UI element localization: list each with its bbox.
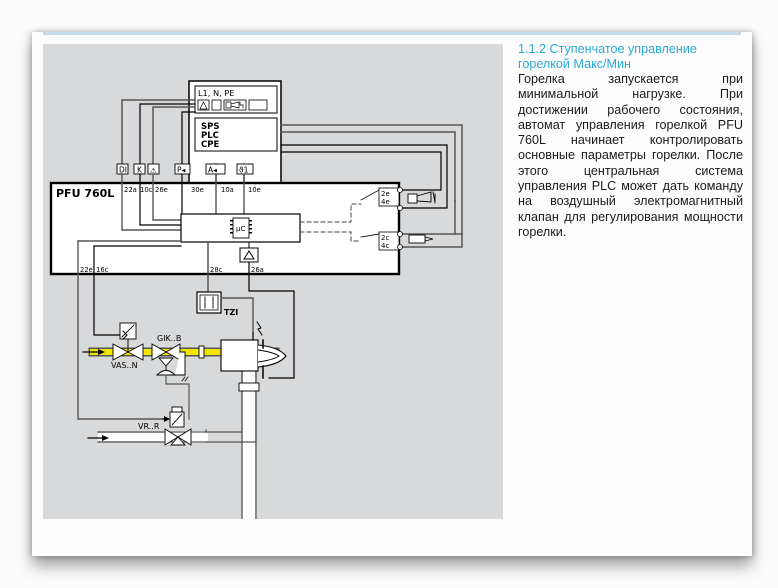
terminal-10a: 10a xyxy=(221,186,234,194)
section-body: Горелка запускается при минимальной нагр… xyxy=(518,72,743,239)
terminal-16c: 16c xyxy=(96,266,109,274)
air-valve-actuator-icon xyxy=(407,193,418,204)
warning-icon xyxy=(197,99,210,111)
terminal-28c: 28c xyxy=(210,266,223,274)
relay-contact-2c-4c xyxy=(378,231,400,251)
tzi-label: TZI xyxy=(224,308,238,317)
air-flange-icon xyxy=(238,382,260,392)
plc-box xyxy=(194,117,278,152)
section-title: 1.1.2 Ступенчатое управление горелкой Ма… xyxy=(518,42,697,71)
plc-label-sps: SPS xyxy=(201,122,219,132)
terminal-10e: 10e xyxy=(248,186,261,194)
svg-text:ϑ1: ϑ1 xyxy=(239,166,249,175)
burner-body xyxy=(220,339,259,372)
wiring-diagram: DI K ⚠ P◂ A◂ ϑ1 xyxy=(49,80,463,519)
contact-4c: 4c xyxy=(381,242,389,250)
svg-text:⚠: ⚠ xyxy=(150,166,157,175)
pressure-icon xyxy=(248,99,268,111)
power-label: L1, N, PE xyxy=(198,88,234,98)
vas-label: VAS..N xyxy=(111,361,138,370)
contact-4e: 4e xyxy=(381,198,390,206)
di-icon xyxy=(211,99,222,111)
unit-label: PFU 760L xyxy=(56,187,114,200)
terminal-22a: 22a xyxy=(124,186,137,194)
spark-icon xyxy=(256,321,263,336)
svg-text:P◂: P◂ xyxy=(177,166,186,175)
terminal-10c: 10c xyxy=(140,186,153,194)
gik-label: GIK..B xyxy=(157,334,181,343)
terminal-22e: 22e xyxy=(80,266,93,274)
text-column: 1.1.2 Ступенчатое управление горелкой Ма… xyxy=(518,42,743,240)
terminal-26a: 26a xyxy=(251,266,264,274)
svg-text:K: K xyxy=(137,166,143,175)
terminal-26e: 26e xyxy=(155,186,168,194)
wiring-diagram-panel: DI K ⚠ P◂ A◂ ϑ1 xyxy=(43,44,503,519)
vr-label: VR..R xyxy=(138,422,160,431)
microcontroller-label: µC xyxy=(236,225,245,233)
document-page: DI K ⚠ P◂ A◂ ϑ1 xyxy=(32,32,752,556)
terminal-30e: 30e xyxy=(191,186,204,194)
contact-2e: 2e xyxy=(381,190,390,198)
contact-2c: 2c xyxy=(381,234,389,242)
burner-nozzle-icon xyxy=(257,344,287,368)
relay-contact-2e-4e xyxy=(378,187,400,207)
svg-text:DI: DI xyxy=(119,166,127,175)
plc-label-cpe: CPE xyxy=(201,140,219,150)
ignition-electrode-icon xyxy=(408,234,426,244)
ignition-transformer-icon xyxy=(196,291,222,314)
header-rule xyxy=(43,32,741,35)
burner-icon xyxy=(223,99,247,111)
svg-text:A◂: A◂ xyxy=(208,166,217,175)
plc-label-plc: PLC xyxy=(201,131,219,141)
input-theta xyxy=(236,163,254,175)
